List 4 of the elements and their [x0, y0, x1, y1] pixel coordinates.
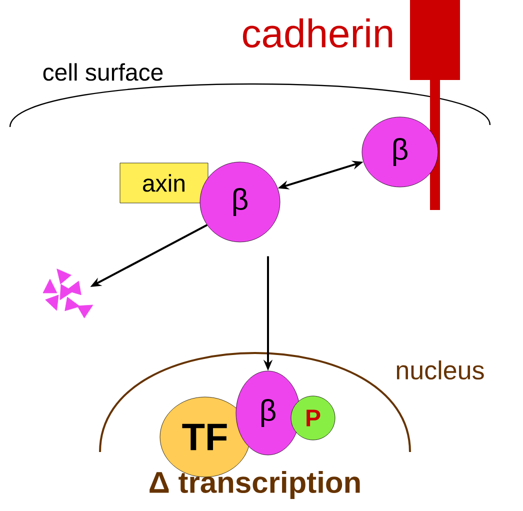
degraded-fragments	[42, 268, 94, 318]
membrane-label: cell surface	[43, 63, 163, 81]
protein-label: cadherin	[242, 18, 392, 48]
protein-box: axin	[120, 162, 208, 204]
